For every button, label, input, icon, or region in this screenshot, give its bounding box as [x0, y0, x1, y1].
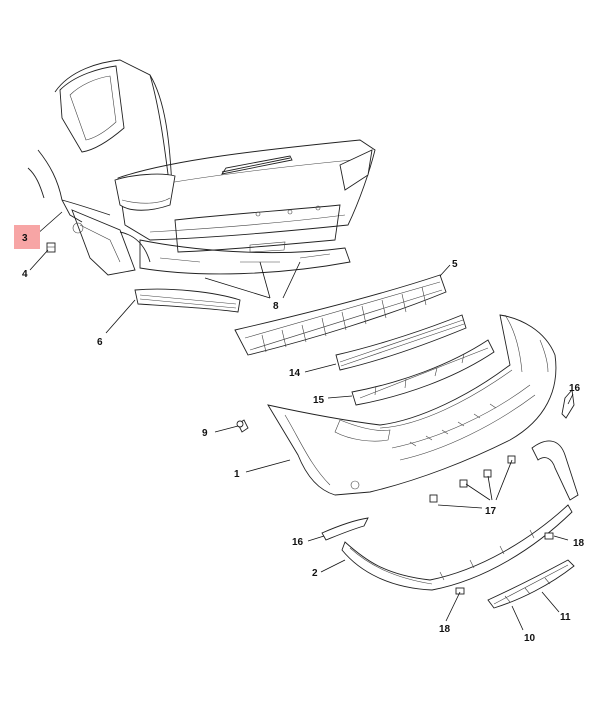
- part-5-energy-absorber: [234, 274, 447, 356]
- right-lower-trim: [531, 440, 579, 501]
- callout-18-right[interactable]: 18: [573, 538, 585, 549]
- callout-14[interactable]: 14: [289, 368, 301, 379]
- part-1-bumper-fascia: [267, 314, 557, 496]
- part-17-clips: [429, 455, 516, 503]
- callout-5[interactable]: 5: [452, 259, 458, 270]
- part-9-push-pin: [236, 419, 249, 433]
- callout-3[interactable]: 3: [22, 233, 28, 244]
- callout-2[interactable]: 2: [312, 568, 318, 579]
- callout-8[interactable]: 8: [273, 301, 279, 312]
- callout-11[interactable]: 11: [560, 612, 571, 623]
- leader-lines: [29, 211, 574, 631]
- part-15-bracket: [351, 339, 495, 406]
- callout-4[interactable]: 4: [22, 269, 28, 280]
- part-18-clips: [455, 532, 554, 595]
- callout-16-right[interactable]: 16: [569, 383, 581, 394]
- part-2-lower-valance: [341, 504, 573, 591]
- vehicle-rear-body: [27, 59, 376, 276]
- callout-10[interactable]: 10: [524, 633, 536, 644]
- part-6-step-pad: [134, 288, 241, 313]
- part-10-skid-plate: [487, 559, 575, 609]
- callout-17[interactable]: 17: [485, 506, 497, 517]
- callout-16-left[interactable]: 16: [292, 537, 304, 548]
- callout-18-bottom[interactable]: 18: [439, 624, 451, 635]
- callout-15[interactable]: 15: [313, 395, 325, 406]
- part-14-trim-strip: [335, 314, 467, 371]
- part-4-fastener: [46, 242, 56, 253]
- callout-3-highlight: [14, 225, 40, 249]
- callout-labels: 1 2 3 4 5 6 8 9 10 11 14 15 16 16 17 18 …: [22, 233, 585, 644]
- part-16-reflector-left: [321, 517, 369, 541]
- callout-9[interactable]: 9: [202, 428, 208, 439]
- callout-6[interactable]: 6: [97, 337, 103, 348]
- callout-1[interactable]: 1: [234, 469, 240, 480]
